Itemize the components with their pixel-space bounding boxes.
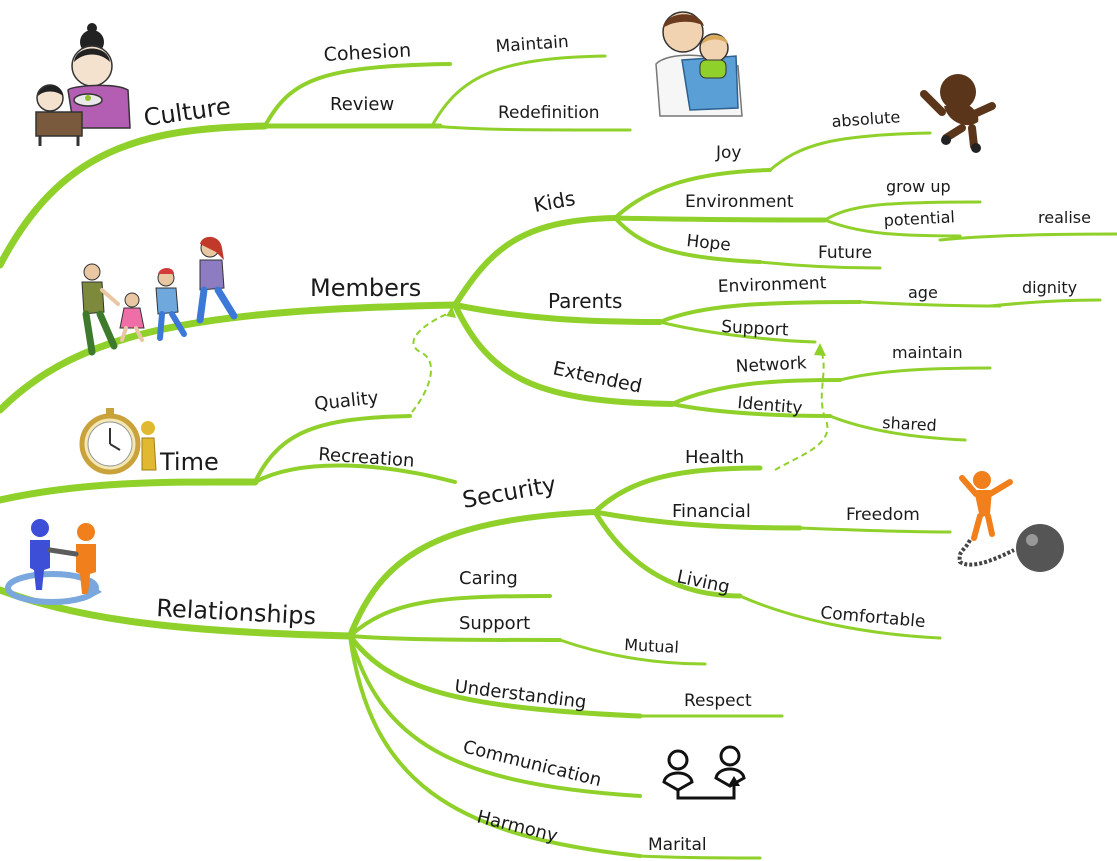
branch-kids [452, 215, 618, 308]
link-quality-members [411, 311, 453, 413]
node-maintain-ext[interactable]: maintain [892, 343, 963, 362]
branch-communication [348, 634, 642, 798]
node-kids-environment[interactable]: Environment [685, 192, 794, 212]
branch-realise [938, 232, 1117, 242]
branch-recreation [253, 463, 457, 484]
node-review[interactable]: Review [330, 94, 394, 115]
arrowhead-members [446, 306, 456, 318]
mother-feeding-child-icon [35, 23, 131, 146]
stopwatch-icon [79, 408, 157, 475]
branch-mutual [558, 638, 707, 666]
jumping-figure-icon [920, 74, 996, 153]
branch-joy [613, 168, 772, 220]
node-hope[interactable]: Hope [685, 231, 731, 256]
branch-identity [670, 402, 832, 418]
branch-time [0, 478, 259, 504]
branch-freedom [798, 526, 952, 534]
branch-harmony [348, 634, 642, 858]
node-comfortable[interactable]: Comfortable [820, 603, 927, 632]
branch-absolute [768, 131, 932, 172]
cross-links [411, 306, 829, 471]
branch-dignity [988, 298, 1102, 308]
node-parents-support[interactable]: Support [721, 317, 789, 341]
node-redefinition[interactable]: Redefinition [498, 103, 600, 123]
branch-health [592, 465, 763, 515]
branch-parents [452, 302, 663, 325]
branch-security [347, 509, 598, 639]
branch-potential [823, 218, 962, 238]
branch-financial [592, 509, 803, 531]
node-network[interactable]: Network [735, 353, 807, 377]
node-time[interactable]: Time [159, 448, 219, 476]
branch-kids-environment [612, 215, 828, 223]
node-freedom[interactable]: Freedom [846, 505, 920, 525]
node-cohesion[interactable]: Cohesion [323, 39, 412, 66]
node-members[interactable]: Members [310, 274, 421, 302]
branch-understanding [347, 633, 643, 719]
node-respect[interactable]: Respect [684, 691, 752, 711]
node-grow-up[interactable]: grow up [886, 177, 951, 196]
family-walking-icon [81, 236, 238, 356]
node-marital[interactable]: Marital [648, 835, 707, 855]
node-maintain-top[interactable]: Maintain [495, 32, 569, 57]
branch-maintain-top [430, 54, 607, 128]
branch-parents-support [658, 320, 817, 344]
branch-marital [638, 854, 762, 860]
branch-culture [0, 122, 269, 269]
branch-age [858, 300, 1002, 308]
node-mutual[interactable]: Mutual [624, 635, 680, 657]
node-shared[interactable]: shared [882, 413, 937, 435]
branch-members [0, 301, 459, 414]
branch-maintain-ext [838, 366, 992, 382]
arrowhead-support [814, 343, 826, 356]
branch-comfortable [738, 594, 942, 640]
branch-parents-environment [658, 300, 862, 324]
node-recreation[interactable]: Recreation [318, 444, 415, 472]
branch-extended [452, 302, 675, 407]
handshake-icon [5, 519, 102, 605]
node-parents-environment[interactable]: Environment [717, 273, 827, 297]
node-quality[interactable]: Quality [313, 387, 380, 415]
branch-quality [253, 414, 412, 484]
branch-future [758, 260, 882, 270]
branch-caring [348, 594, 552, 638]
ball-and-chain-icon [957, 471, 1064, 572]
node-kids[interactable]: Kids [532, 186, 577, 217]
branch-rel-support [348, 634, 562, 642]
labels: Culture Cohesion Review Maintain Redefin… [142, 32, 1091, 855]
link-health-support [774, 347, 829, 471]
branch-grow-up [823, 200, 982, 222]
node-parents[interactable]: Parents [548, 289, 622, 313]
branch-living [592, 509, 743, 599]
node-rel-support[interactable]: Support [459, 613, 530, 634]
node-dignity[interactable]: dignity [1022, 278, 1077, 297]
node-realise[interactable]: realise [1038, 208, 1091, 227]
branch-redefinition [430, 124, 632, 132]
node-harmony[interactable]: Harmony [475, 806, 560, 846]
node-age[interactable]: age [908, 283, 938, 302]
node-security[interactable]: Security [461, 472, 559, 514]
branch-network [670, 378, 842, 406]
node-joy[interactable]: Joy [715, 143, 741, 163]
branch-hope [613, 216, 762, 264]
node-future[interactable]: Future [818, 243, 872, 263]
couple-icon [662, 745, 746, 800]
branch-cohesion [263, 62, 452, 128]
node-absolute[interactable]: absolute [831, 107, 901, 131]
branch-shared [828, 414, 967, 442]
sub-branches [253, 54, 1117, 860]
father-carrying-baby-icon [655, 11, 743, 117]
node-financial[interactable]: Financial [672, 501, 751, 522]
node-health[interactable]: Health [685, 447, 744, 468]
node-caring[interactable]: Caring [459, 568, 518, 589]
node-potential[interactable]: potential [883, 207, 955, 230]
